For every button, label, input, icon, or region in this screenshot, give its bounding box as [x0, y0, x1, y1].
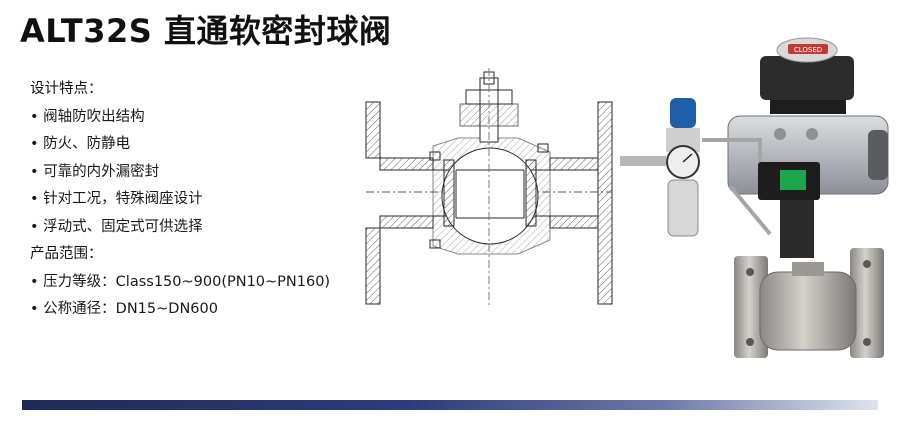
range-item: 公称通径：DN15~DN600	[30, 296, 330, 324]
range-item: 压力等级：Class150~900(PN10~PN160)	[30, 269, 330, 297]
product-title: ALT32S 直通软密封球阀	[20, 12, 392, 50]
feature-list: 设计特点： 阀轴防吹出结构 防火、防静电 可靠的内外漏密封 针对工况，特殊阀座设…	[30, 76, 330, 324]
feature-item: 可靠的内外漏密封	[30, 159, 330, 187]
switchbox-label: CLOSED	[794, 46, 822, 54]
design-heading: 设计特点：	[30, 81, 103, 97]
actuated-valve-photo: CLOSED	[620, 37, 889, 358]
range-heading: 产品范围：	[30, 246, 103, 262]
footer-gradient-bar	[22, 400, 878, 410]
feature-item: 阀轴防吹出结构	[30, 104, 330, 132]
feature-item: 防火、防静电	[30, 131, 330, 159]
valve-section-drawing	[365, 68, 613, 308]
feature-item: 针对工况，特殊阀座设计	[30, 186, 330, 214]
feature-item: 浮动式、固定式可供选择	[30, 214, 330, 242]
